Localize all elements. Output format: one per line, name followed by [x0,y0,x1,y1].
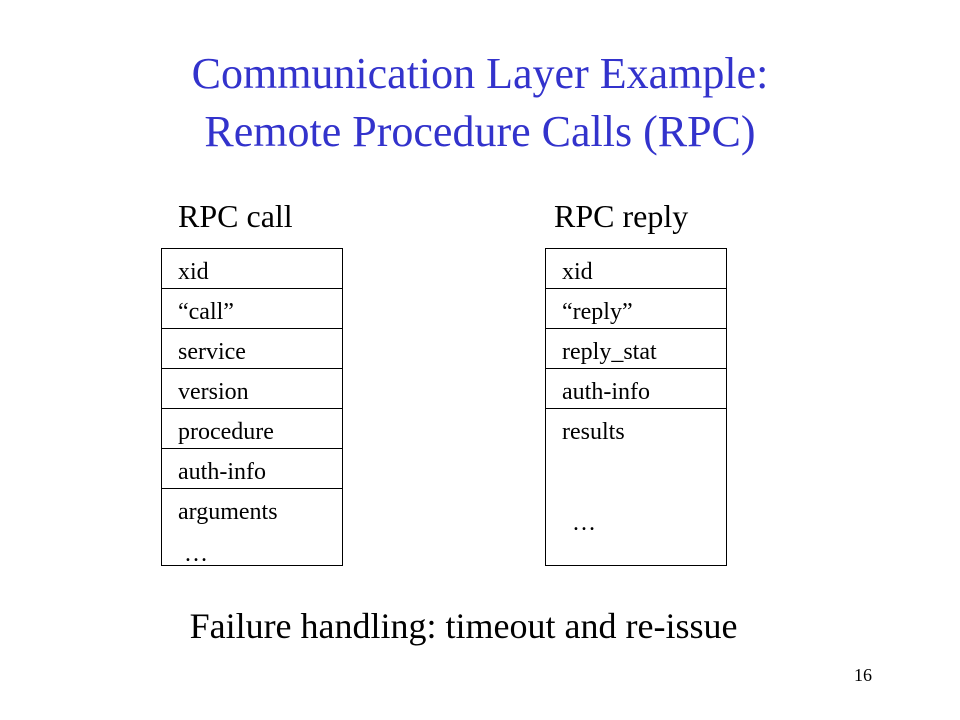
reply-field-reply: “reply” [546,289,726,329]
call-field-call: “call” [162,289,342,329]
call-field-xid: xid [162,249,342,289]
call-ellipsis: … [184,541,208,567]
call-field-service: service [162,329,342,369]
rpc-call-label: RPC call [178,198,293,234]
rpc-reply-label: RPC reply [554,198,689,234]
rpc-reply-packet: xid “reply” reply_stat auth-info results… [545,248,727,566]
call-field-version: version [162,369,342,409]
reply-field-reply-stat: reply_stat [546,329,726,369]
title-line-1: Communication Layer Example: [191,49,769,98]
reply-ellipsis: … [572,510,596,536]
failure-handling-note: Failure handling: timeout and re-issue [189,606,738,646]
call-field-procedure: procedure [162,409,342,449]
reply-field-results: results [562,419,625,445]
call-field-auth-info: auth-info [162,449,342,489]
page-number: 16 [854,665,872,685]
rpc-call-packet: xid “call” service version procedure aut… [161,248,343,566]
call-field-arguments: arguments [178,499,278,525]
reply-field-auth-info: auth-info [546,369,726,409]
reply-field-xid: xid [546,249,726,289]
title-line-2: Remote Procedure Calls (RPC) [204,107,756,156]
